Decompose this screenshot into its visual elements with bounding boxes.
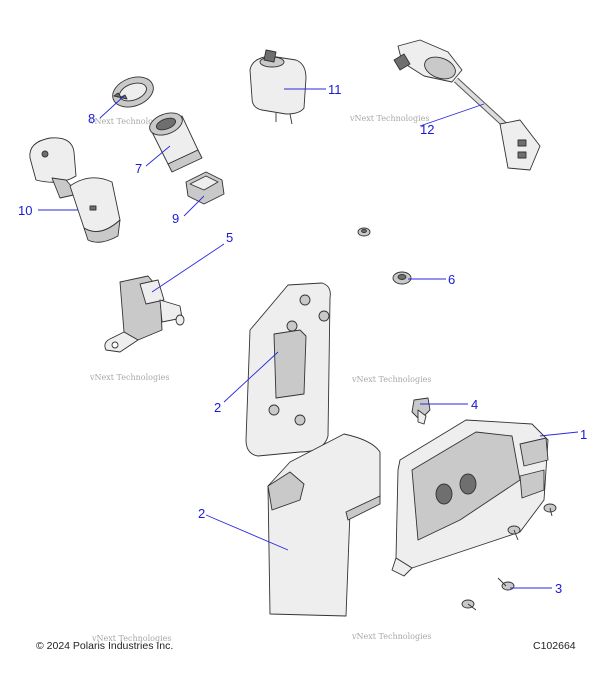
- part-3-screws: [461, 503, 557, 611]
- callout-2-upper: 2: [214, 400, 221, 415]
- leader-5: [151, 243, 225, 293]
- callout-10: 10: [18, 203, 32, 218]
- leader-2-upper: [223, 351, 279, 403]
- part-5-sensor-bracket: [104, 275, 185, 353]
- callout-5: 5: [226, 230, 233, 245]
- watermarks: vNext Technologies vNext Technologies vN…: [89, 114, 431, 643]
- leader-1: [539, 431, 579, 437]
- leader-9: [183, 195, 205, 217]
- callout-9: 9: [172, 211, 179, 226]
- watermark-text: vNext Technologies: [89, 117, 169, 126]
- part-2-lower-cover: [267, 433, 381, 617]
- callout-3: 3: [555, 581, 562, 596]
- fastener-screw: [357, 227, 371, 237]
- callout-8: 8: [88, 111, 95, 126]
- callout-4: 4: [471, 397, 478, 412]
- leader-12: [419, 103, 485, 127]
- watermark-text: vNext Technologies: [89, 373, 169, 382]
- part-11-relay: [249, 49, 307, 125]
- leader-2-lower: [205, 514, 289, 551]
- part-9-nut: [185, 171, 225, 205]
- leader-8: [99, 95, 125, 119]
- copyright-notice: © 2024 Polaris Industries Inc.: [36, 640, 174, 652]
- callout-12: 12: [420, 122, 434, 137]
- watermark-text: vNext Technologies: [91, 634, 171, 643]
- leader-lines: [38, 88, 579, 589]
- callout-7: 7: [135, 161, 142, 176]
- callout-1: 1: [580, 427, 587, 442]
- callout-11: 11: [328, 82, 342, 97]
- part-4-push-rivet: [411, 397, 431, 425]
- part-6-bolt: [392, 271, 412, 285]
- callout-labels: 8 7 9 10 11 12 5 6 2 2 4 1 3: [18, 82, 587, 596]
- callout-6: 6: [448, 272, 455, 287]
- callout-2-lower: 2: [198, 506, 205, 521]
- part-1-ecu-module: [391, 419, 549, 577]
- leader-7: [145, 145, 171, 167]
- watermark-text: vNext Technologies: [351, 375, 431, 384]
- watermark-text: vNext Technologies: [351, 632, 431, 641]
- part-12-sensor-harness: [393, 39, 541, 171]
- part-2-upper-bracket: [245, 282, 331, 457]
- part-10-rotary-switch: [29, 137, 121, 243]
- diagram-code: C102664: [533, 640, 576, 652]
- part-7-switch-housing: [149, 112, 203, 173]
- part-8-ring-nut: [112, 76, 154, 108]
- watermark-text: vNext Technologies: [349, 114, 429, 123]
